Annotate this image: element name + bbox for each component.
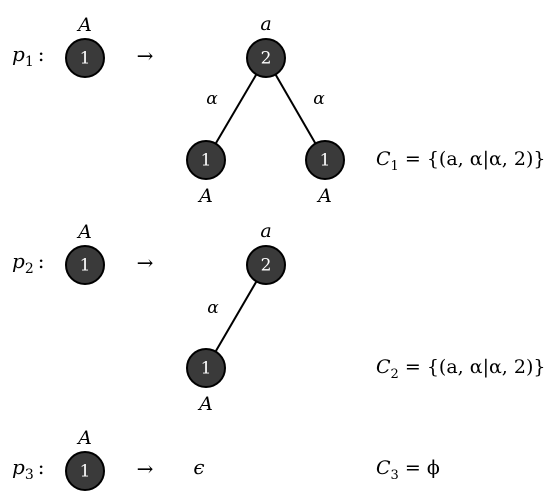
node-number: 1 — [201, 359, 212, 379]
lhs-node: 1 — [65, 245, 105, 285]
node-circle — [65, 38, 105, 78]
arrow-symbol: → — [137, 457, 154, 481]
rhs-node-left: 1 — [186, 140, 226, 180]
edge-label: α — [313, 89, 325, 109]
edge-label: α — [207, 298, 219, 318]
production-label: p1: — [12, 42, 44, 70]
constraint-text: C3 = ϕ — [376, 457, 440, 483]
rhs-node-root: 2 — [246, 245, 286, 285]
epsilon-symbol: ϵ — [193, 455, 204, 479]
node-circle — [186, 140, 226, 180]
node-circle — [186, 348, 226, 388]
lhs-node-label: A — [76, 427, 92, 449]
node-circle — [65, 451, 105, 491]
lhs-node: 1 — [65, 38, 105, 78]
lhs-node-label: A — [76, 221, 92, 243]
node-circle — [246, 38, 286, 78]
lhs-node: 1 — [65, 451, 105, 491]
node-circle — [305, 140, 345, 180]
edge-label: α — [206, 89, 218, 109]
rhs-node-label: A — [197, 185, 213, 207]
production-label: p3: — [12, 455, 44, 483]
node-number: 2 — [261, 256, 272, 276]
rhs-node-right: 1 — [305, 140, 345, 180]
node-circle — [65, 245, 105, 285]
node-number: 1 — [80, 49, 91, 69]
rhs-node-root: 2 — [246, 38, 286, 78]
rhs-node-label: a — [260, 13, 271, 35]
rhs-node-label: A — [197, 393, 213, 415]
arrow-symbol: → — [137, 251, 154, 275]
constraint-text: C1 = {(a, α|α, 2)} — [376, 148, 545, 174]
lhs-node-label: A — [76, 14, 92, 36]
node-number: 1 — [201, 151, 212, 171]
constraint-text: C2 = {(a, α|α, 2)} — [376, 356, 545, 382]
node-number: 1 — [320, 151, 331, 171]
node-number: 1 — [80, 462, 91, 482]
rhs-node-label: a — [260, 220, 271, 242]
production-label: p2: — [12, 249, 44, 277]
node-number: 2 — [261, 49, 272, 69]
node-number: 1 — [80, 256, 91, 276]
rhs-node-left: 1 — [186, 348, 226, 388]
rhs-node-label: A — [316, 185, 332, 207]
arrow-symbol: → — [137, 44, 154, 68]
production-p3: p3: A 1 → ϵ C3 = ϕ — [12, 427, 440, 491]
node-circle — [246, 245, 286, 285]
